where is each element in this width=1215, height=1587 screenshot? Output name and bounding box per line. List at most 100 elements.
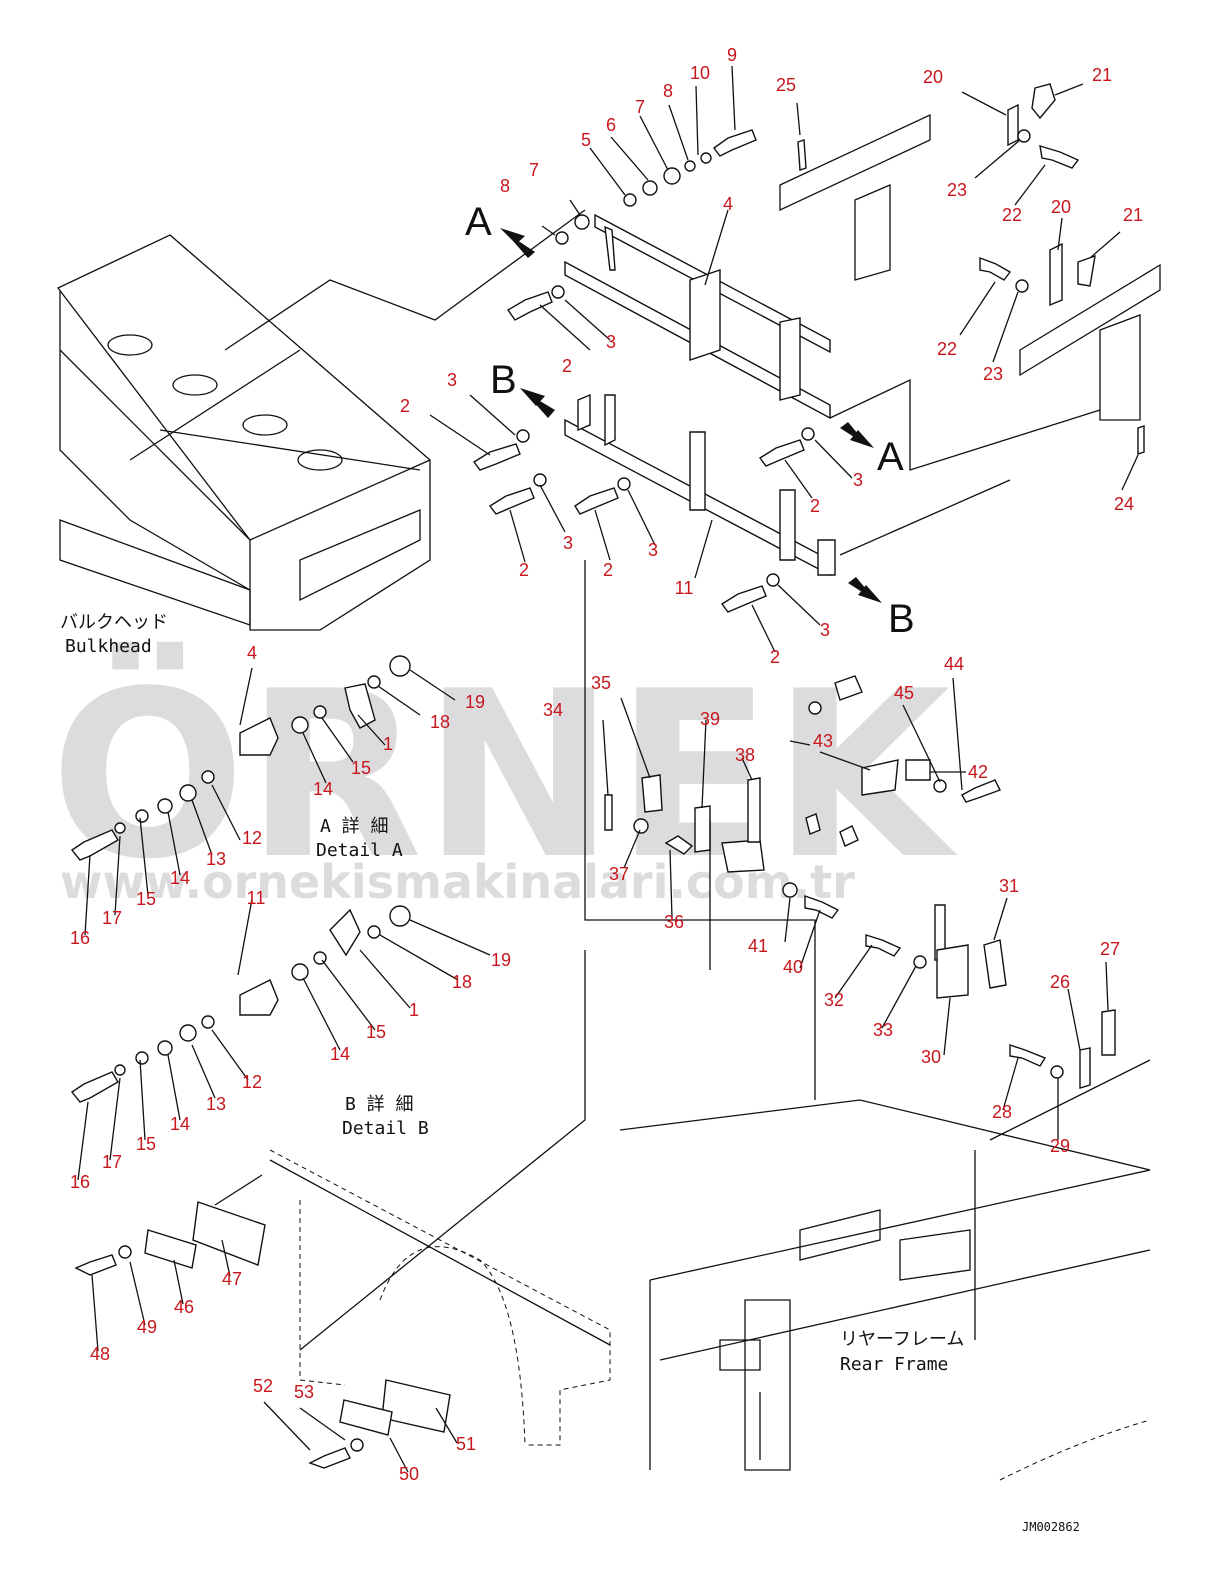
callout: 18: [452, 972, 472, 992]
callout: 30: [921, 1047, 941, 1067]
callout: 19: [465, 692, 485, 712]
callout: 1: [383, 734, 393, 754]
callout: 14: [313, 779, 333, 799]
callout: 23: [947, 180, 967, 200]
detail-b-en-label: Detail B: [342, 1118, 429, 1139]
callout: 39: [700, 709, 720, 729]
callout: 16: [70, 928, 90, 948]
callout: 20: [1051, 197, 1071, 217]
watermark-brand: ÖRNEK: [50, 641, 958, 910]
callout: 33: [873, 1020, 893, 1040]
callout: 3: [447, 370, 457, 390]
callout: 5: [581, 130, 591, 150]
leader-lines: [77, 65, 1139, 1473]
right-frame-upper: [779, 83, 1161, 455]
callout: 52: [253, 1376, 273, 1396]
callout: 2: [810, 496, 820, 516]
callout: 43: [813, 731, 833, 751]
callout: 31: [999, 876, 1019, 896]
callout: 3: [853, 470, 863, 490]
callout: 53: [294, 1382, 314, 1402]
rear-frame: [619, 1059, 1151, 1481]
callout: 25: [776, 75, 796, 95]
callout: 24: [1114, 494, 1134, 514]
callout: 3: [820, 620, 830, 640]
callout: 47: [222, 1269, 242, 1289]
upper-bracket-part4: [564, 213, 831, 420]
callout: 15: [366, 1022, 386, 1042]
callout: 49: [137, 1317, 157, 1337]
bolt-group: [472, 129, 1080, 1067]
callout: 32: [824, 990, 844, 1010]
callout: 22: [937, 339, 957, 359]
callout: 8: [663, 81, 673, 101]
fender-frame: [269, 1149, 611, 1446]
callout: 48: [90, 1344, 110, 1364]
callout: 11: [247, 888, 266, 908]
rear-frame-en-label: Rear Frame: [840, 1354, 948, 1375]
callout: 21: [1123, 205, 1143, 225]
view-a-label-right: A: [877, 435, 904, 479]
lower-bracket-part11: [564, 393, 836, 577]
callout: 37: [609, 864, 629, 884]
callout: 13: [206, 1094, 226, 1114]
callout: 2: [770, 647, 780, 667]
callout: 9: [727, 45, 737, 65]
callout: 15: [136, 1134, 156, 1154]
callout: 2: [519, 560, 529, 580]
detail-a-parts: [70, 655, 411, 861]
callout: 21: [1092, 65, 1112, 85]
view-b-label-right: B: [888, 597, 915, 641]
text-labels: バルクヘッド Bulkhead A 詳 細 Detail A B 詳 細 Det…: [60, 612, 1080, 1534]
callout: 1: [409, 1000, 419, 1020]
drawing-code: JM002862: [1022, 1520, 1080, 1534]
callout: 14: [170, 1114, 190, 1134]
view-a-label-left: A: [465, 200, 492, 244]
callout: 2: [400, 396, 410, 416]
callout: 35: [591, 673, 611, 693]
callout: 23: [983, 364, 1003, 384]
callout: 2: [603, 560, 613, 580]
callout: 20: [923, 67, 943, 87]
callout: 44: [944, 654, 964, 674]
callout: 41: [748, 936, 768, 956]
cover-plates: [74, 1201, 451, 1469]
detail-a-en-label: Detail A: [316, 840, 403, 861]
callout: 38: [735, 745, 755, 765]
callout: 2: [562, 356, 572, 376]
callout: 22: [1002, 205, 1022, 225]
callout: 3: [563, 533, 573, 553]
callout: 7: [529, 160, 539, 180]
callout: 12: [242, 1072, 262, 1092]
callout: 3: [648, 540, 658, 560]
callout: 16: [70, 1172, 90, 1192]
callout: 29: [1050, 1136, 1070, 1156]
callout: 19: [491, 950, 511, 970]
watermark-url: www.ornekismakinalari.com.tr: [60, 855, 855, 909]
view-b-label-left: B: [490, 358, 517, 402]
callout: 17: [102, 908, 122, 928]
detail-a-jp-label: A 詳 細: [320, 816, 389, 837]
callout: 15: [136, 889, 156, 909]
view-arrows: A B A B: [465, 200, 915, 641]
callout: 27: [1100, 939, 1120, 959]
callout: 15: [351, 758, 371, 778]
callout: 8: [500, 176, 510, 196]
callout: 46: [174, 1297, 194, 1317]
callout: 7: [635, 97, 645, 117]
callout: 4: [247, 643, 257, 663]
callout: 3: [606, 332, 616, 352]
callout: 45: [894, 683, 914, 703]
callout: 51: [456, 1434, 476, 1454]
callout-numbers: 1 1 2 2 2 2 2 2 3 3 3 3 3 3 3 4 4 4 5 6 …: [70, 45, 1143, 1484]
callout: 6: [606, 115, 616, 135]
callout: 10: [690, 63, 710, 83]
bulkhead-jp-label: バルクヘッド: [60, 612, 168, 633]
callout: 28: [992, 1102, 1012, 1122]
bulkhead-en-label: Bulkhead: [65, 636, 152, 657]
callout: 14: [170, 868, 190, 888]
detail-b-parts: [70, 905, 411, 1103]
callout: 42: [968, 762, 988, 782]
